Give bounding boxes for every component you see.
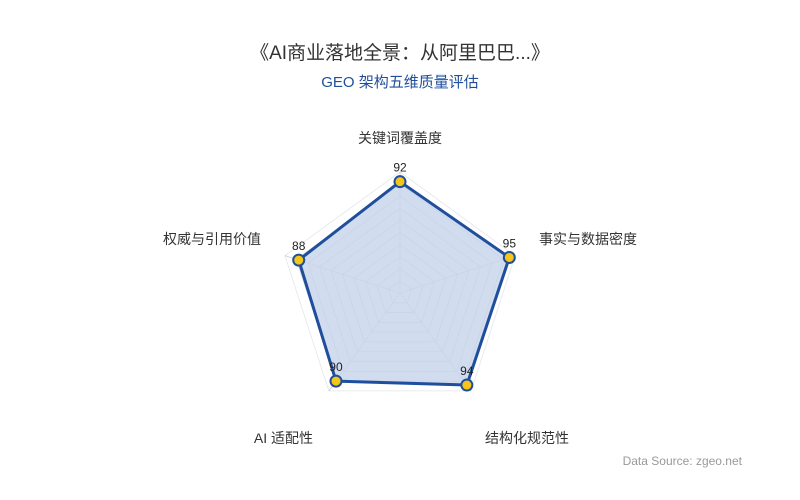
data-point[interactable]: [393, 175, 407, 189]
radar-points: [292, 175, 516, 392]
value-label: 92: [393, 161, 407, 175]
data-point[interactable]: [460, 378, 474, 392]
axis-label: 关键词覆盖度: [358, 130, 442, 146]
axis-label: 结构化规范性: [485, 430, 569, 446]
axis-label: 事实与数据密度: [539, 231, 637, 247]
data-point[interactable]: [292, 253, 306, 267]
chart-subtitle: GEO 架构五维质量评估: [321, 74, 479, 91]
value-label: 94: [460, 364, 474, 378]
axis-label: AI 适配性: [254, 430, 313, 446]
radar-area: [297, 180, 511, 387]
data-point[interactable]: [329, 374, 343, 388]
value-label: 88: [292, 239, 306, 253]
value-label: 90: [329, 360, 343, 374]
chart-title: 《AI商业落地全景：从阿里巴巴...》: [250, 43, 550, 64]
value-label: 95: [503, 236, 517, 250]
data-source-note: Data Source: zgeo.net: [622, 454, 742, 468]
axis-label: 权威与引用价值: [163, 231, 261, 247]
data-point[interactable]: [502, 250, 516, 264]
grid-ring: [284, 171, 516, 392]
value-labels: 92 95 94 90 88: [292, 161, 516, 378]
